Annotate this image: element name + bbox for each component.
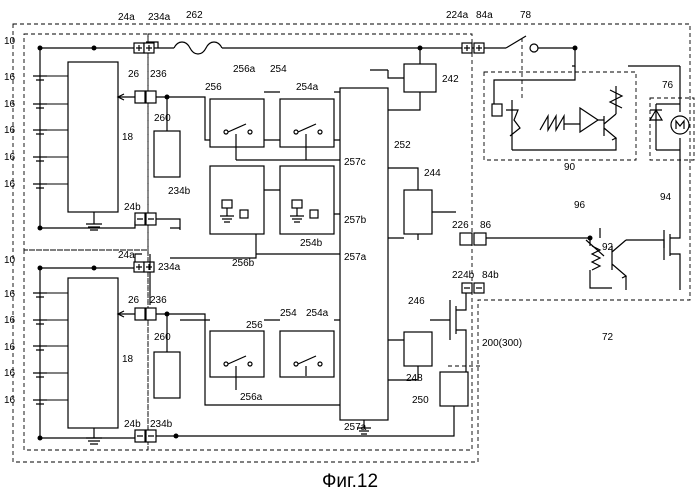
label-254-upper: 254 (270, 64, 287, 75)
cell-monitor-ic-upper (68, 62, 118, 212)
label-92: 92 (602, 242, 614, 253)
motor-circuit-76 (628, 66, 689, 212)
transistor-246 (430, 290, 472, 372)
block-250 (440, 372, 468, 406)
label-254-lower: 254 (280, 308, 297, 319)
drive-circuit (486, 212, 680, 290)
sensor-256b (210, 166, 264, 234)
label-254b: 254b (300, 238, 323, 249)
label-256-lower: 256 (246, 320, 263, 331)
label-18-upper: 18 (122, 132, 134, 143)
label-16-d: 16 (4, 152, 16, 163)
battery-stack-lower (33, 268, 68, 438)
figure-caption: Фиг.12 (322, 471, 378, 492)
label-76: 76 (662, 80, 674, 91)
label-254a-lower: 254a (306, 308, 329, 319)
connectors-right (460, 43, 486, 293)
switch-256a-lower (210, 331, 264, 390)
label-234a-lower: 234a (158, 262, 181, 273)
label-90: 90 (564, 162, 576, 173)
label-72: 72 (602, 332, 614, 343)
label-254a-upper: 254a (296, 82, 319, 93)
label-260-lower: 260 (154, 332, 171, 343)
label-96: 96 (574, 200, 586, 211)
label-16-g: 16 (4, 315, 16, 326)
label-200: 200(300) (482, 338, 522, 349)
label-226: 226 (452, 220, 469, 231)
label-16-h: 16 (4, 342, 16, 353)
label-246: 246 (408, 296, 425, 307)
label-236-lower: 236 (150, 295, 167, 306)
label-24a-upper: 24a (118, 12, 135, 23)
label-94: 94 (660, 192, 672, 203)
cell-monitor-ic-lower (68, 278, 118, 428)
label-24a-lower: 24a (118, 250, 135, 261)
label-16-j: 16 (4, 395, 16, 406)
control-circuit-90 (492, 66, 622, 150)
label-248: 248 (406, 373, 423, 384)
label-224b: 224b (452, 270, 475, 281)
label-257b: 257b (344, 215, 367, 226)
block-244 (404, 190, 432, 234)
label-10-upper: 10 (4, 36, 16, 47)
label-16-f: 16 (4, 289, 16, 300)
label-252: 252 (394, 140, 411, 151)
label-24b-lower: 24b (124, 419, 141, 430)
label-24b-upper: 24b (124, 202, 141, 213)
label-78: 78 (520, 10, 532, 21)
label-257c: 257c (344, 157, 366, 168)
block-248 (404, 332, 432, 366)
label-18-lower: 18 (122, 354, 134, 365)
label-244: 244 (424, 168, 441, 179)
switch-256a-upper (210, 99, 264, 160)
label-10-lower: 10 (4, 255, 16, 266)
label-84a: 84a (476, 10, 493, 21)
label-257-lower: 257a (344, 422, 367, 433)
fuse-262 (174, 42, 222, 54)
label-257a: 257a (344, 252, 367, 263)
label-242: 242 (442, 74, 459, 85)
label-256a-lower: 256a (240, 392, 263, 403)
label-26-upper: 26 (128, 69, 140, 80)
label-256b: 256b (232, 258, 255, 269)
label-234a-upper: 234a (148, 12, 171, 23)
label-234b-upper: 234b (168, 186, 191, 197)
label-26-lower: 26 (128, 295, 140, 306)
label-234b-lower: 234b (150, 419, 173, 430)
label-256-upper: 256 (205, 82, 222, 93)
label-16-i: 16 (4, 368, 16, 379)
label-250: 250 (412, 395, 429, 406)
label-260-upper: 260 (154, 113, 171, 124)
battery-stack-upper (33, 48, 68, 228)
label-224a: 224a (446, 10, 469, 21)
label-16-e: 16 (4, 179, 16, 190)
switch-78 (506, 36, 538, 100)
label-236-upper: 236 (150, 69, 167, 80)
block-260-lower (154, 352, 180, 398)
label-262: 262 (186, 10, 203, 21)
label-256a-upper: 256a (233, 64, 256, 75)
connectors-lower (134, 262, 156, 442)
label-16-a: 16 (4, 72, 16, 83)
label-84b: 84b (482, 270, 499, 281)
sensor-254b (264, 166, 340, 234)
block-260-upper (154, 131, 180, 177)
label-86: 86 (480, 220, 492, 231)
label-16-c: 16 (4, 125, 16, 136)
label-16-b: 16 (4, 99, 16, 110)
block-242 (404, 64, 436, 92)
